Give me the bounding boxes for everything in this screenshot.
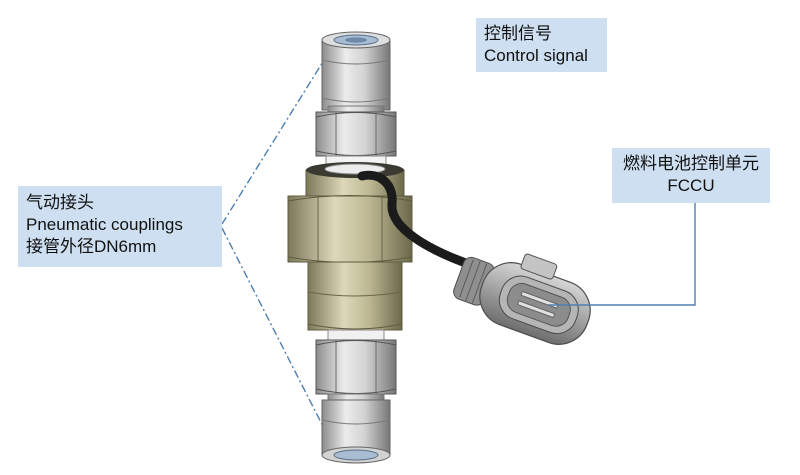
strain-relief-rib bbox=[459, 259, 474, 298]
body-lower-chamfer bbox=[307, 323, 403, 330]
control-signal-label-en: Control signal bbox=[484, 46, 588, 65]
pneumatic-label-zh: 气动接头 bbox=[26, 193, 94, 212]
flange-chamfer bbox=[287, 195, 413, 202]
strain-relief-rib bbox=[465, 260, 481, 301]
bottom-fitting-cylinder bbox=[321, 399, 391, 456]
top-fitting-cylinder bbox=[321, 39, 391, 111]
control-signal-label-zh: 控制信号 bbox=[484, 24, 552, 43]
connector-pin bbox=[520, 290, 559, 309]
connector-latch bbox=[520, 253, 558, 280]
bottom-nut-body bbox=[315, 339, 397, 395]
bottom-hex-nut bbox=[315, 339, 397, 395]
leader-to-bottom-coupling bbox=[221, 227, 335, 449]
bottom-pneumatic-fitting bbox=[321, 393, 391, 464]
top-fitting-bore bbox=[345, 37, 367, 43]
fccu-label: 燃料电池控制单元 FCCU bbox=[612, 148, 770, 203]
bottom-fitting-groove bbox=[321, 419, 391, 425]
pneumatic-couplings-label: 气动接头 Pneumatic couplings 接管外径DN6mm bbox=[18, 186, 222, 267]
top-fitting-groove bbox=[321, 59, 391, 65]
top-fitting-groove bbox=[321, 97, 391, 103]
connector-pin bbox=[516, 300, 556, 319]
bottom-white-collar bbox=[327, 329, 385, 341]
top-hex-nut bbox=[315, 111, 397, 169]
strain-relief-rib bbox=[471, 263, 488, 304]
leader-to-top-coupling bbox=[221, 43, 335, 225]
bottom-nut-chamfer bbox=[315, 340, 397, 346]
leader-to-connector bbox=[548, 203, 696, 306]
fccu-label-en: FCCU bbox=[667, 176, 715, 195]
fccu-label-zh: 燃料电池控制单元 bbox=[623, 154, 759, 173]
signal-cable bbox=[357, 170, 479, 271]
top-pneumatic-fitting bbox=[321, 31, 391, 115]
pneumatic-label-spec: 接管外径DN6mm bbox=[26, 237, 157, 256]
top-nut-chamfer bbox=[315, 112, 397, 118]
pneumatic-leader-lines bbox=[221, 43, 335, 449]
pneumatic-label-en: Pneumatic couplings bbox=[26, 215, 183, 234]
body-lower-groove bbox=[307, 291, 403, 297]
bottom-fitting-collet bbox=[333, 449, 379, 461]
control-signal-label: 控制信号 Control signal bbox=[476, 18, 607, 72]
electrical-connector bbox=[453, 253, 591, 345]
top-nut-body bbox=[315, 111, 397, 157]
